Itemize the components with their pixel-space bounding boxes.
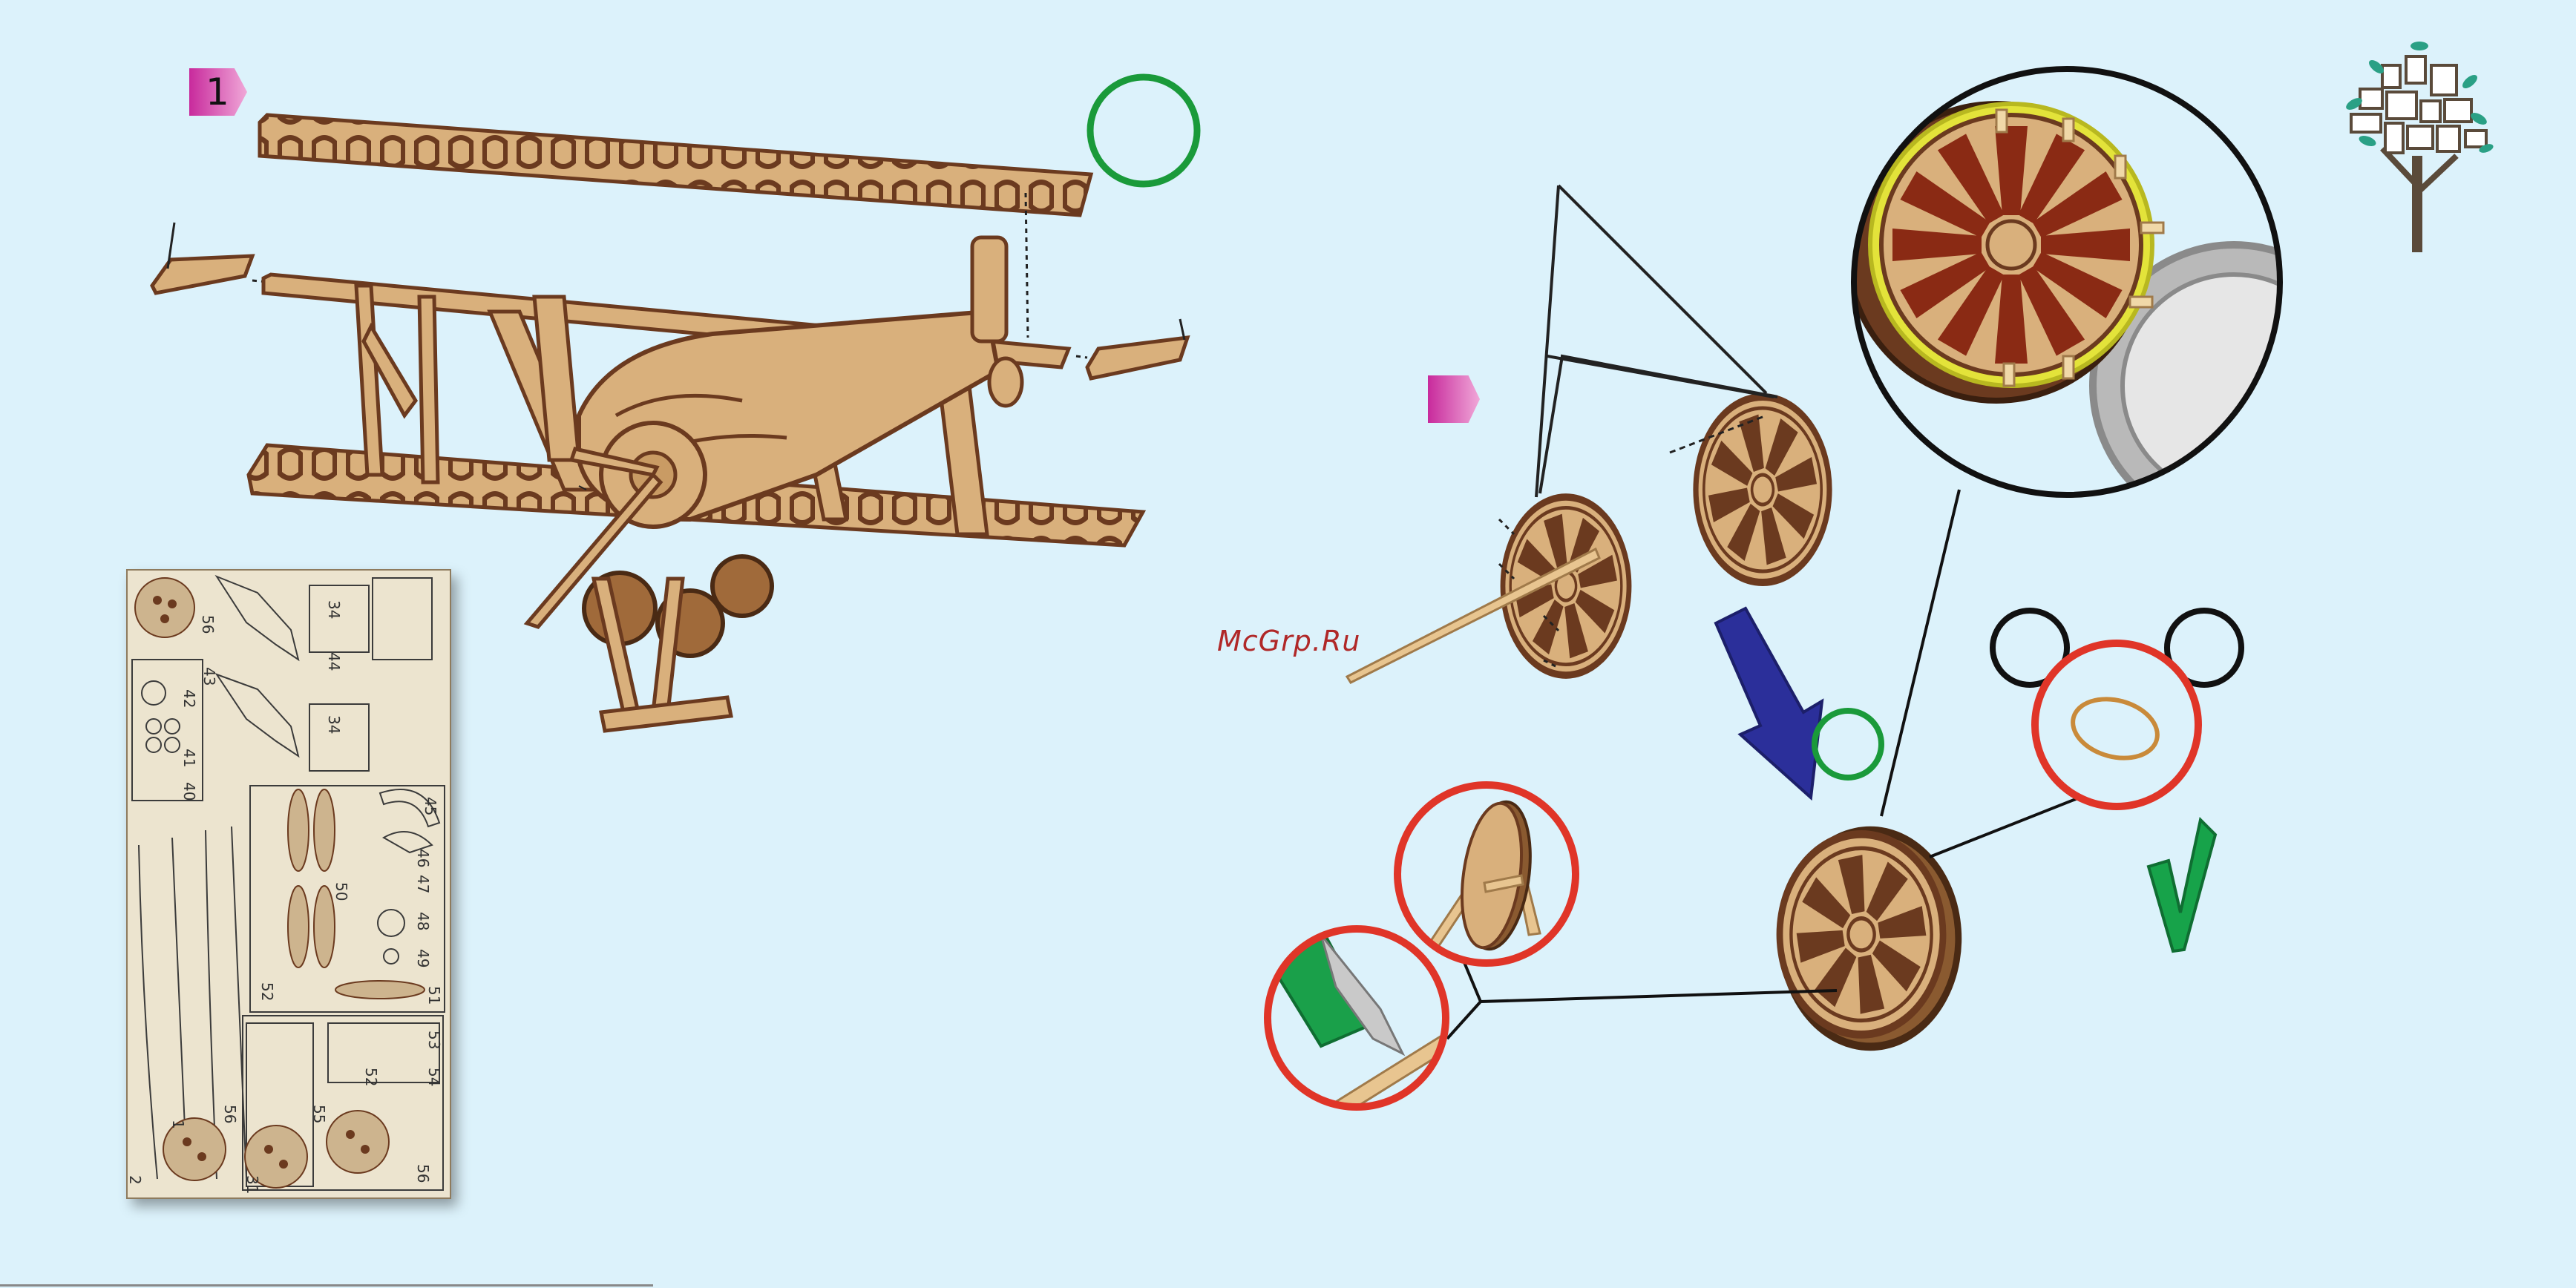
bottom-rule [0, 1284, 653, 1287]
warning-circle-icon [1993, 611, 2241, 806]
zoom-detail-circle [1848, 69, 2375, 527]
check-icon [2149, 820, 2215, 951]
disc-detail-circle [1397, 785, 1576, 963]
ok-circle-small [1815, 711, 1881, 778]
arrow-down-icon [1716, 608, 1822, 798]
